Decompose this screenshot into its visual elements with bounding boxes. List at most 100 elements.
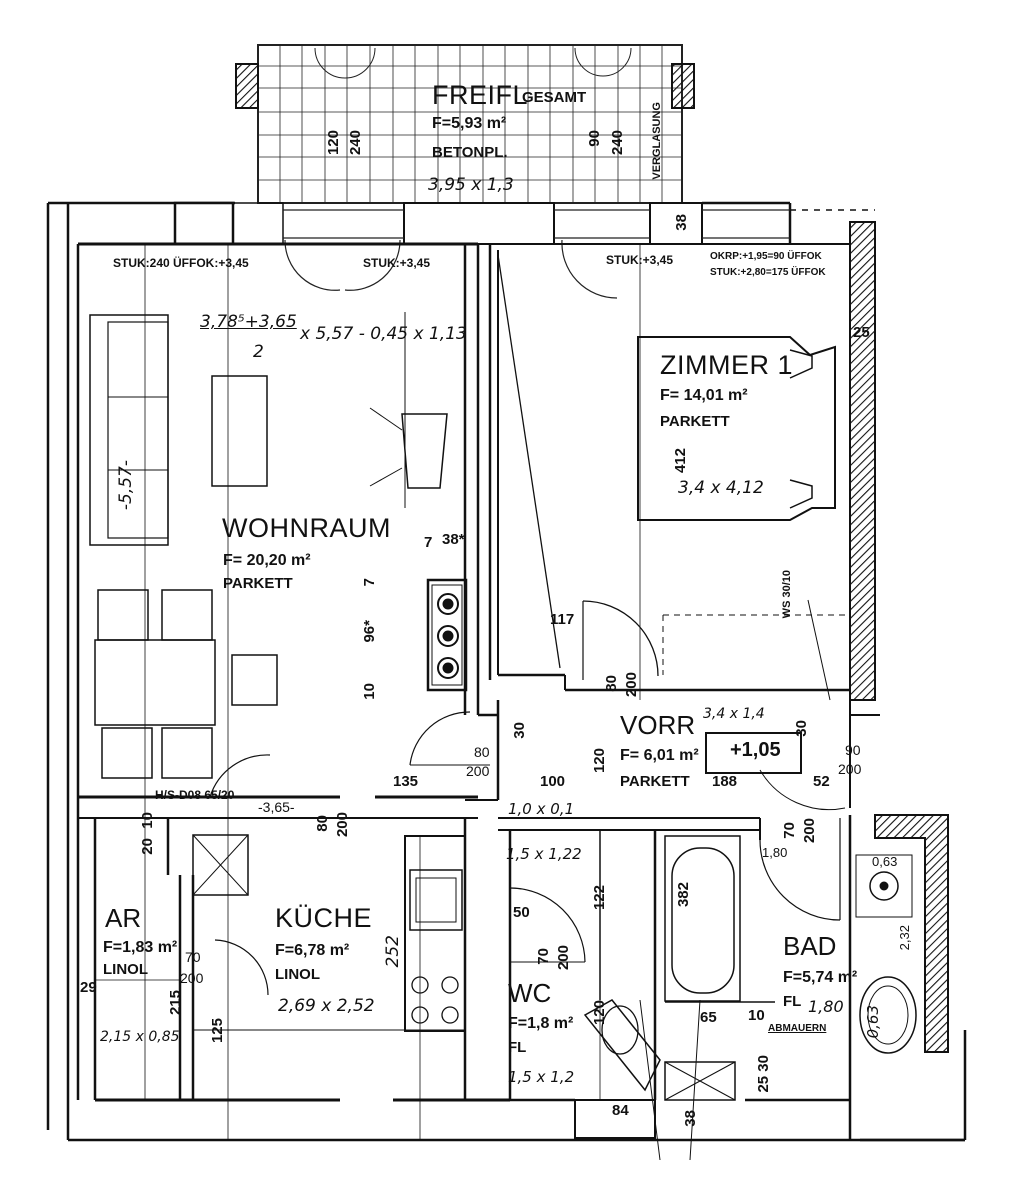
wc-hall-size: 1,0 x 0,1 [508,800,575,818]
living-dim-10: 10 [361,683,378,700]
hall-lines [409,700,880,811]
wc-size: 1,5 x 1,2 [508,1068,575,1086]
storage-dim-215: 215 [167,990,184,1016]
hall-dim-100: 100 [540,773,566,790]
bath-dim-200: 200 [801,818,818,844]
room1-name: ZIMMER 1 [660,350,794,380]
balcony-floor: BETONPL. [432,144,508,161]
hall-dim-30b: 30 [511,722,528,739]
note-living-right: STUK:+3,45 [363,256,431,270]
room1-dim-25: 25 [853,324,870,341]
balcony-dim-b: 240 [347,130,364,156]
hall-dim-90: 90 [845,742,861,758]
hall-dim-120: 120 [591,748,608,774]
wc-dim-50: 50 [513,904,530,921]
kitchen-dim-125: 125 [209,1018,226,1044]
kitchen-size: 2,69 x 2,52 [278,996,375,1016]
balcony-glazing: VERGLASUNG [651,102,663,180]
balcony-dim-a: 120 [325,130,342,156]
living-floor: PARKETT [223,575,293,592]
hall-dim-135: 135 [393,773,419,790]
kitchen-dim-200: 200 [334,812,351,838]
living-calc-div: 2 [253,342,264,362]
wc-dim-84: 84 [612,1102,629,1119]
wc-dim-70: 70 [535,948,552,965]
right-wall-hatched [849,221,876,701]
storage-area: F=1,83 m² [103,939,178,956]
wc-dim-122: 122 [591,885,608,911]
bath-dim-65: 65 [700,1009,717,1026]
hall-dim-188: 188 [712,773,738,790]
room1-dim-200: 200 [623,672,640,698]
note-window-right-2: STUK:+2,80=175 ÜFFOK [710,267,826,278]
living-area: F= 20,20 m² [223,552,311,569]
note-window-right-1: OKRP:+1,95=90 ÜFFOK [710,251,822,262]
living-dim-96: 96* [361,620,378,643]
hall-dim-52: 52 [813,773,830,790]
room1-dim-117: 117 [550,611,575,628]
room1-size: 3,4 x 4,12 [678,478,764,498]
kitchen-dim-80: 80 [314,815,331,832]
living-length: -5,57- [116,460,136,511]
hall-dim-30: 30 [793,720,810,737]
storage-dim-20: 20 [139,838,156,855]
kitchen-lines [78,754,510,1140]
balcony-area: F=5,93 m² [432,115,507,132]
kitchen-area: F=6,78 m² [275,942,350,959]
bath-lines [498,815,917,1161]
kitchen-name: KÜCHE [275,903,373,933]
wc-dim-120: 120 [591,1000,608,1026]
balcony-post-left [235,63,259,109]
storage-dim-10: 10 [139,812,156,829]
living-calc-rest: x 5,57 - 0,45 x 1,13 [300,324,467,344]
bath-floor: FL [783,993,802,1010]
hall-size: 3,4 x 1,4 [703,706,765,722]
living-calc-top: 3,78⁵+3,65 [200,312,297,332]
bath-dim-232: 2,32 [897,925,912,951]
wc-floor: FL [508,1039,527,1056]
bath-level: 1,80 [808,997,844,1016]
room1-dim-80: 80 [603,675,620,692]
living-dim-7b: 7 [361,578,378,587]
room1-lines [488,243,850,701]
note-room1: STUK:+3,45 [606,253,674,267]
bath-dim-2530: 25 30 [755,1055,772,1093]
kitchen-width: -3,65- [258,799,295,815]
hall-level: +1,05 [730,739,781,761]
bath-dim-180: 1,80 [762,845,788,860]
balcony-name-suffix: GESAMT [522,89,587,106]
bath-dim-38: 38 [682,1110,699,1127]
hall-dim-80: 80 [474,744,490,760]
bath-dim-063a: 0,63 [872,854,898,869]
balcony-dim-c: 90 [586,130,603,147]
hall-dim-200b: 200 [466,763,490,779]
bath-note: ABMAUERN [768,1023,827,1034]
storage-dim-200: 200 [180,970,204,986]
room1-dim: 412 [672,448,689,474]
living-name: WOHNRAUM [222,513,391,543]
room1-ws: WS 30/10 [781,570,793,619]
balcony-size: 3,95 x 1,3 [428,175,514,195]
balcony-post-right [671,63,695,109]
living-dim-7: 7 [424,534,433,551]
balcony-name: FREIFL [432,80,529,110]
bath-area: F=5,74 m² [783,969,858,986]
windows-top [283,209,790,299]
wc-name: WC [508,978,552,1008]
storage-size: 2,15 x 0,85 [100,1029,180,1045]
living-room-lines [78,242,478,1140]
hall-dim-200: 200 [838,761,862,777]
bath-name: BAD [783,931,837,961]
bath-dim-70: 70 [781,822,798,839]
storage-dim-70: 70 [185,949,201,965]
wc-size-top: 1,5 x 1,22 [506,845,582,863]
storage-floor: LINOL [103,961,148,978]
bath-dim-10: 10 [748,1007,765,1024]
bath-dim-382: 382 [675,882,692,908]
wc-dim-200: 200 [555,945,572,971]
storage-dim-29: 29 [80,979,97,996]
living-dim-38: 38* [442,531,465,548]
storage-name: AR [105,903,142,933]
hall-name: VORR [620,710,696,740]
